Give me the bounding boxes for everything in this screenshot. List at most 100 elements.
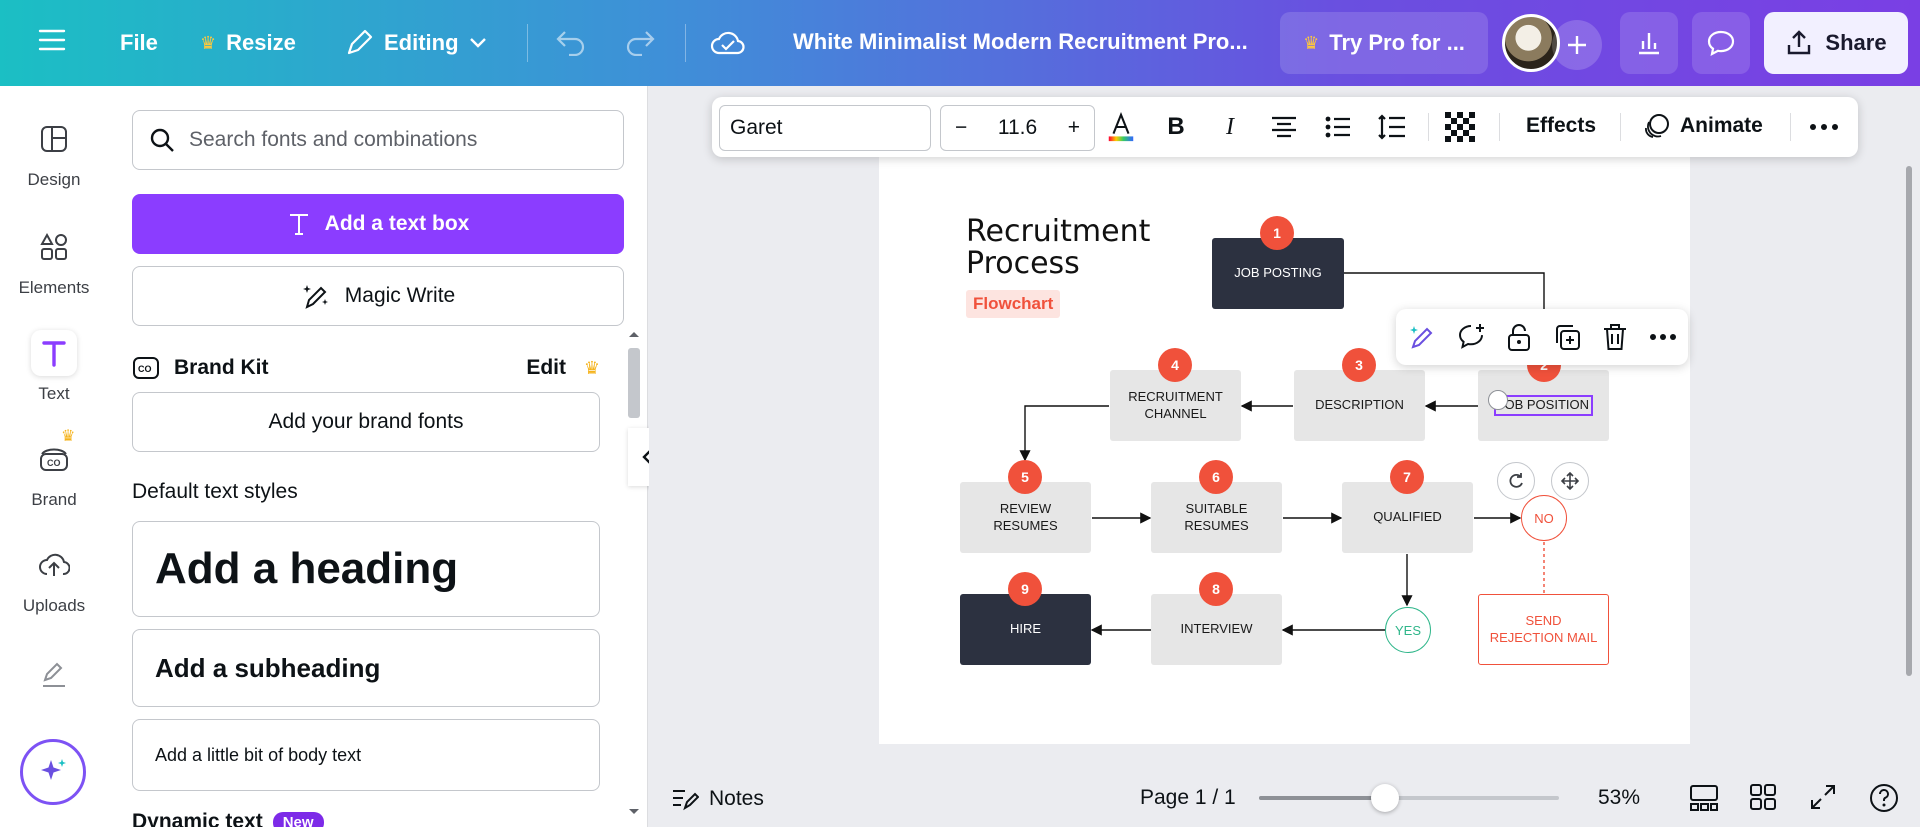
redo-icon[interactable]: [624, 28, 656, 56]
page-indicator[interactable]: Page 1 / 1: [1140, 786, 1236, 810]
rail-label-elements: Elements: [18, 278, 90, 297]
font-size-increase-button[interactable]: +: [1067, 116, 1080, 139]
share-label: Share: [1825, 30, 1887, 55]
rotate-handle[interactable]: [1497, 462, 1535, 500]
zoom-slider[interactable]: [1259, 784, 1559, 812]
bullet-list-icon[interactable]: [1322, 111, 1354, 143]
add-text-box-button[interactable]: Add a text box: [132, 194, 624, 254]
rail-item-text[interactable]: Text: [0, 330, 108, 404]
avatar[interactable]: [1502, 14, 1560, 72]
lock-icon[interactable]: [1504, 322, 1534, 352]
add-brand-fonts-label: Add your brand fonts: [268, 410, 464, 433]
insights-button[interactable]: [1620, 12, 1678, 74]
brand-kit-edit-link[interactable]: Edit: [526, 356, 566, 379]
effects-button[interactable]: Effects: [1526, 114, 1597, 137]
node-send-rejection-mail[interactable]: SEND REJECTION MAIL: [1478, 594, 1609, 665]
flowchart-title[interactable]: Recruitment Process: [966, 216, 1150, 280]
panel-scrollbar[interactable]: [624, 328, 644, 818]
add-collaborator-button[interactable]: [1552, 20, 1602, 70]
scroll-down-icon: [629, 809, 639, 814]
bold-icon[interactable]: B: [1167, 113, 1185, 140]
node-label: HIRE: [1009, 621, 1042, 637]
elements-icon: [31, 224, 77, 270]
scroll-thumb[interactable]: [628, 348, 640, 418]
align-center-icon[interactable]: [1268, 111, 1300, 143]
chevron-left-icon: [642, 449, 652, 465]
node-label-selected[interactable]: JOB POSITION: [1493, 395, 1593, 416]
crown-icon: ♛: [1303, 32, 1320, 53]
share-button[interactable]: Share: [1764, 12, 1908, 74]
delete-icon[interactable]: [1600, 322, 1630, 352]
brand-kit-title: Brand Kit: [174, 356, 269, 379]
left-rail: Design Elements Text CO ♛ Brand Uploads: [0, 86, 108, 827]
menu-icon[interactable]: [38, 28, 66, 52]
zoom-level[interactable]: 53%: [1598, 786, 1640, 810]
comments-button[interactable]: [1692, 12, 1750, 74]
brand-kit-header: CO Brand Kit Edit ♛: [132, 348, 600, 388]
font-size-stepper[interactable]: − 11.6 +: [940, 105, 1095, 151]
animate-icon[interactable]: [1640, 111, 1672, 143]
step-badge-7: 7: [1390, 460, 1424, 494]
dynamic-text-section[interactable]: Dynamic text New: [132, 810, 324, 827]
node-label: INTERVIEW: [1180, 621, 1253, 637]
chevron-down-icon: [469, 38, 486, 48]
notes-label: Notes: [709, 787, 764, 810]
font-family-select[interactable]: Garet: [719, 105, 931, 151]
fullscreen-icon[interactable]: [1809, 783, 1837, 811]
crown-icon: ♛: [200, 32, 217, 53]
text-cursor-handle[interactable]: [1488, 390, 1508, 410]
rail-item-uploads[interactable]: Uploads: [0, 542, 108, 616]
file-menu[interactable]: File: [120, 30, 158, 56]
italic-icon[interactable]: I: [1226, 113, 1234, 140]
comment-icon: [1707, 30, 1735, 57]
magic-edit-icon[interactable]: [1408, 322, 1438, 352]
search-input[interactable]: [189, 128, 609, 152]
add-brand-fonts-button[interactable]: Add your brand fonts: [132, 392, 600, 452]
rail-item-brand[interactable]: CO ♛ Brand: [0, 428, 108, 510]
add-body-text-card[interactable]: Add a little bit of body text: [132, 719, 600, 791]
font-size-value[interactable]: 11.6: [997, 116, 1038, 139]
canvas-scrollbar[interactable]: [1906, 166, 1912, 676]
magic-write-button[interactable]: Magic Write: [132, 266, 624, 326]
text-color-icon[interactable]: [1105, 111, 1137, 143]
try-pro-button[interactable]: ♛ Try Pro for ...: [1280, 12, 1488, 74]
add-comment-icon[interactable]: [1456, 322, 1486, 352]
more-options-icon[interactable]: [1808, 111, 1840, 143]
page-view-icon[interactable]: [1689, 783, 1719, 813]
step-badge-3: 3: [1342, 348, 1376, 382]
node-yes[interactable]: YES: [1385, 607, 1431, 653]
text-format-toolbar: Garet − 11.6 + B I Effects Animate: [712, 97, 1858, 157]
new-badge: New: [272, 811, 324, 827]
step-badge-8: 8: [1199, 572, 1233, 606]
magic-assistant-button[interactable]: [20, 739, 86, 805]
zoom-slider-knob[interactable]: [1371, 784, 1399, 812]
add-heading-card[interactable]: Add a heading: [132, 521, 600, 617]
grid-view-icon[interactable]: [1749, 783, 1777, 811]
node-no[interactable]: NO: [1521, 495, 1567, 541]
undo-icon[interactable]: [555, 28, 587, 56]
help-icon[interactable]: [1869, 783, 1899, 813]
rail-item-elements[interactable]: Elements: [0, 224, 108, 298]
font-search[interactable]: [132, 110, 624, 170]
duplicate-icon[interactable]: [1552, 322, 1582, 352]
add-text-box-label: Add a text box: [324, 212, 470, 235]
node-label: RECRUITMENT CHANNEL: [1128, 388, 1223, 421]
animate-button[interactable]: Animate: [1680, 114, 1763, 137]
font-size-decrease-button[interactable]: −: [955, 116, 968, 139]
add-subheading-card[interactable]: Add a subheading: [132, 629, 600, 707]
more-options-icon[interactable]: [1648, 322, 1678, 352]
cloud-saved-icon[interactable]: [710, 27, 746, 57]
document-title[interactable]: White Minimalist Modern Recruitment Pro.…: [793, 29, 1248, 54]
rail-item-design[interactable]: Design: [0, 116, 108, 190]
transparency-icon[interactable]: [1444, 111, 1476, 143]
notes-button[interactable]: Notes: [671, 786, 764, 812]
line-spacing-icon[interactable]: [1376, 111, 1408, 143]
editing-mode-button[interactable]: Editing: [344, 28, 487, 58]
move-handle[interactable]: [1551, 462, 1589, 500]
plus-icon: [1568, 36, 1586, 54]
rail-item-draw[interactable]: [0, 652, 108, 698]
editing-label: Editing: [384, 30, 459, 55]
resize-button[interactable]: ♛ Resize: [200, 30, 296, 56]
try-pro-label: Try Pro for ...: [1329, 30, 1465, 55]
flowchart-tag[interactable]: Flowchart: [966, 290, 1061, 318]
